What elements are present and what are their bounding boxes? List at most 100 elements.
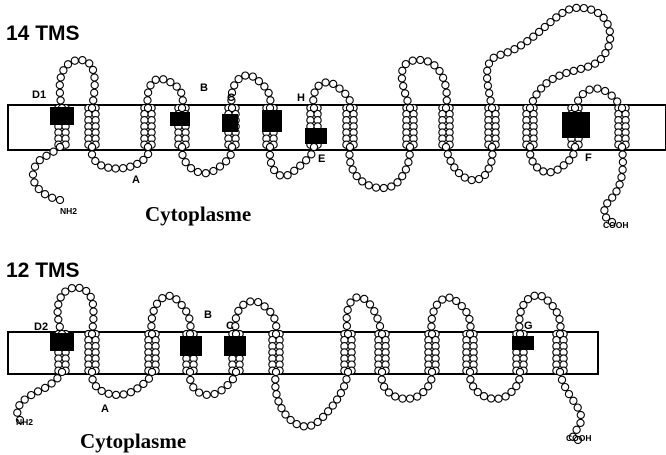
loop-residue xyxy=(267,97,274,104)
loop-residue xyxy=(378,330,385,337)
loop-residue xyxy=(242,72,249,79)
loop-residue xyxy=(231,82,238,89)
loop-residue xyxy=(56,82,63,89)
loop-residue xyxy=(28,392,35,399)
loop-residue xyxy=(145,375,152,382)
n-terminus-label-top: NH2 xyxy=(60,206,77,216)
loop-residue xyxy=(227,151,234,158)
loop-residue xyxy=(488,143,495,150)
loop-residue xyxy=(461,174,468,181)
label-a-bottom: A xyxy=(101,403,109,415)
loop-residue xyxy=(194,168,201,175)
loop-residue xyxy=(284,172,291,179)
loop-residue xyxy=(343,314,350,321)
loop-residue xyxy=(76,284,83,291)
loop-residue xyxy=(71,57,78,64)
loop-residue xyxy=(276,172,283,179)
loop-residue xyxy=(291,167,298,174)
loop-residue xyxy=(577,419,584,426)
loop-residue xyxy=(618,143,625,150)
loop-residue xyxy=(210,167,217,174)
loop-residue xyxy=(337,390,344,397)
loop-residue xyxy=(35,186,42,193)
loop-residue xyxy=(91,82,98,89)
loop-residue xyxy=(402,166,409,173)
loop-residue xyxy=(90,308,97,315)
loop-residue xyxy=(55,316,62,323)
loop-residue xyxy=(310,143,317,150)
loop-residue xyxy=(425,383,432,390)
loop-residue xyxy=(293,421,300,428)
loop-residue xyxy=(342,90,349,97)
loop-residue xyxy=(49,194,56,201)
loop-residue xyxy=(178,89,185,96)
highlighted-segment xyxy=(224,336,246,356)
loop-residue xyxy=(178,143,185,150)
loop-residue xyxy=(346,104,353,111)
loop-residue xyxy=(488,395,495,402)
loop-residue xyxy=(365,182,372,189)
loop-residue xyxy=(144,143,151,150)
loop-residue xyxy=(196,389,203,396)
n-terminus-label-bottom: NH2 xyxy=(16,417,33,427)
loop-residue xyxy=(343,322,350,329)
loop-residue xyxy=(604,21,611,28)
loop-residue xyxy=(228,143,235,150)
loop-residue xyxy=(400,82,407,89)
label-f: F xyxy=(585,152,592,164)
loop-residue xyxy=(380,184,387,191)
loop-residue xyxy=(152,76,159,83)
loop-residue xyxy=(265,89,272,96)
loop-residue xyxy=(202,170,209,177)
loop-residue xyxy=(463,309,470,316)
loop-residue xyxy=(21,396,28,403)
loop-residue xyxy=(43,152,50,159)
loop-residue xyxy=(57,97,64,104)
loop-residue xyxy=(556,316,563,323)
loop-residue xyxy=(556,72,563,79)
loop-residue xyxy=(466,330,473,337)
loop-residue xyxy=(376,323,383,330)
loop-residue xyxy=(344,306,351,313)
loop-residue xyxy=(565,391,572,398)
loop-residue xyxy=(271,167,278,174)
loop-residue xyxy=(516,316,523,323)
loop-residue xyxy=(89,301,96,308)
loop-residue xyxy=(344,368,351,375)
loop-residue xyxy=(98,162,105,169)
loop-residue xyxy=(336,85,343,92)
loop-residue xyxy=(373,184,380,191)
loop-residue xyxy=(570,67,577,74)
loop-residue xyxy=(218,387,225,394)
panel-14-tms: 14 TMS D1 B C H E A F NH2 COOH Cytoplasm… xyxy=(6,4,666,230)
loop-residue xyxy=(98,387,105,394)
loop-residue xyxy=(558,376,565,383)
loop-residue xyxy=(404,97,411,104)
loop-residue xyxy=(160,76,167,83)
loop-residue xyxy=(346,143,353,150)
loop-residue xyxy=(430,308,437,315)
loop-residue xyxy=(247,298,254,305)
loop-residue xyxy=(353,294,360,301)
loop-residue xyxy=(557,323,564,330)
loop-residue xyxy=(178,301,185,308)
label-c-top: C xyxy=(227,92,235,104)
loop-residue xyxy=(585,63,592,70)
loop-residue xyxy=(240,301,247,308)
label-b-bottom: B xyxy=(204,309,212,321)
loop-residue xyxy=(272,368,279,375)
loop-residue xyxy=(495,395,502,402)
highlighted-segment xyxy=(222,114,238,132)
loop-residue xyxy=(484,82,491,89)
loop-residue xyxy=(341,383,348,390)
loop-residue xyxy=(614,98,621,105)
loop-residue xyxy=(443,89,450,96)
loop-residue xyxy=(489,151,496,158)
loop-residue xyxy=(566,6,573,13)
loop-residue xyxy=(203,391,210,398)
cytoplasme-label-bottom: Cytoplasme xyxy=(80,429,186,453)
loop-residue xyxy=(588,6,595,13)
loop-residue xyxy=(497,51,504,58)
loop-residue xyxy=(228,104,235,111)
loop-residue xyxy=(235,307,242,314)
